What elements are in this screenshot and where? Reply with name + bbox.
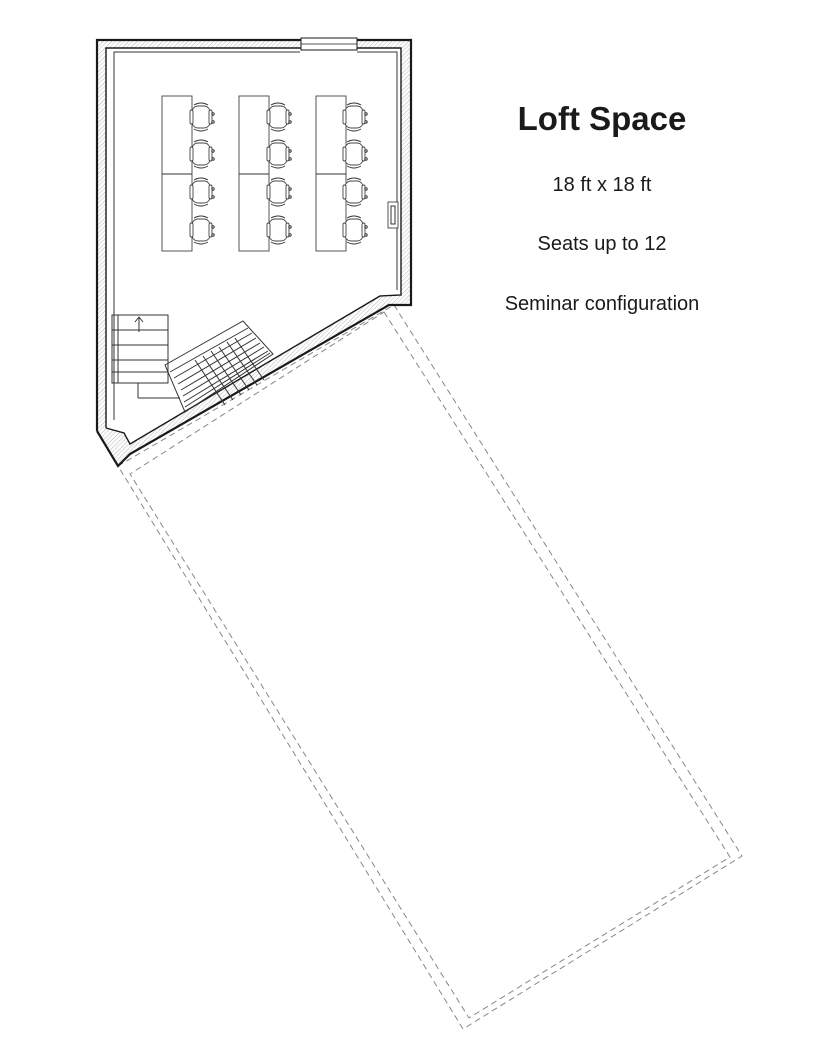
chair xyxy=(342,139,368,169)
room-configuration: Seminar configuration xyxy=(504,293,700,315)
chair xyxy=(189,215,215,245)
seminar-furniture xyxy=(161,95,368,252)
plan-title: Loft Space xyxy=(517,100,687,137)
table-column-2 xyxy=(238,95,292,252)
table-column-3 xyxy=(315,95,368,252)
chair xyxy=(266,102,292,132)
chair xyxy=(266,215,292,245)
chair xyxy=(342,177,368,207)
table-column-1 xyxy=(161,95,215,252)
chair xyxy=(189,139,215,169)
wall-fixture xyxy=(387,201,399,229)
chair xyxy=(266,177,292,207)
chair xyxy=(342,215,368,245)
seating-capacity: Seats up to 12 xyxy=(537,233,667,255)
window xyxy=(300,37,358,51)
room-dimensions: 18 ft x 18 ft xyxy=(552,174,652,196)
open-to-below-outline xyxy=(117,304,743,1030)
chair xyxy=(189,177,215,207)
chair xyxy=(266,139,292,169)
chair xyxy=(342,102,368,132)
staircase xyxy=(111,314,274,413)
chair xyxy=(189,102,215,132)
